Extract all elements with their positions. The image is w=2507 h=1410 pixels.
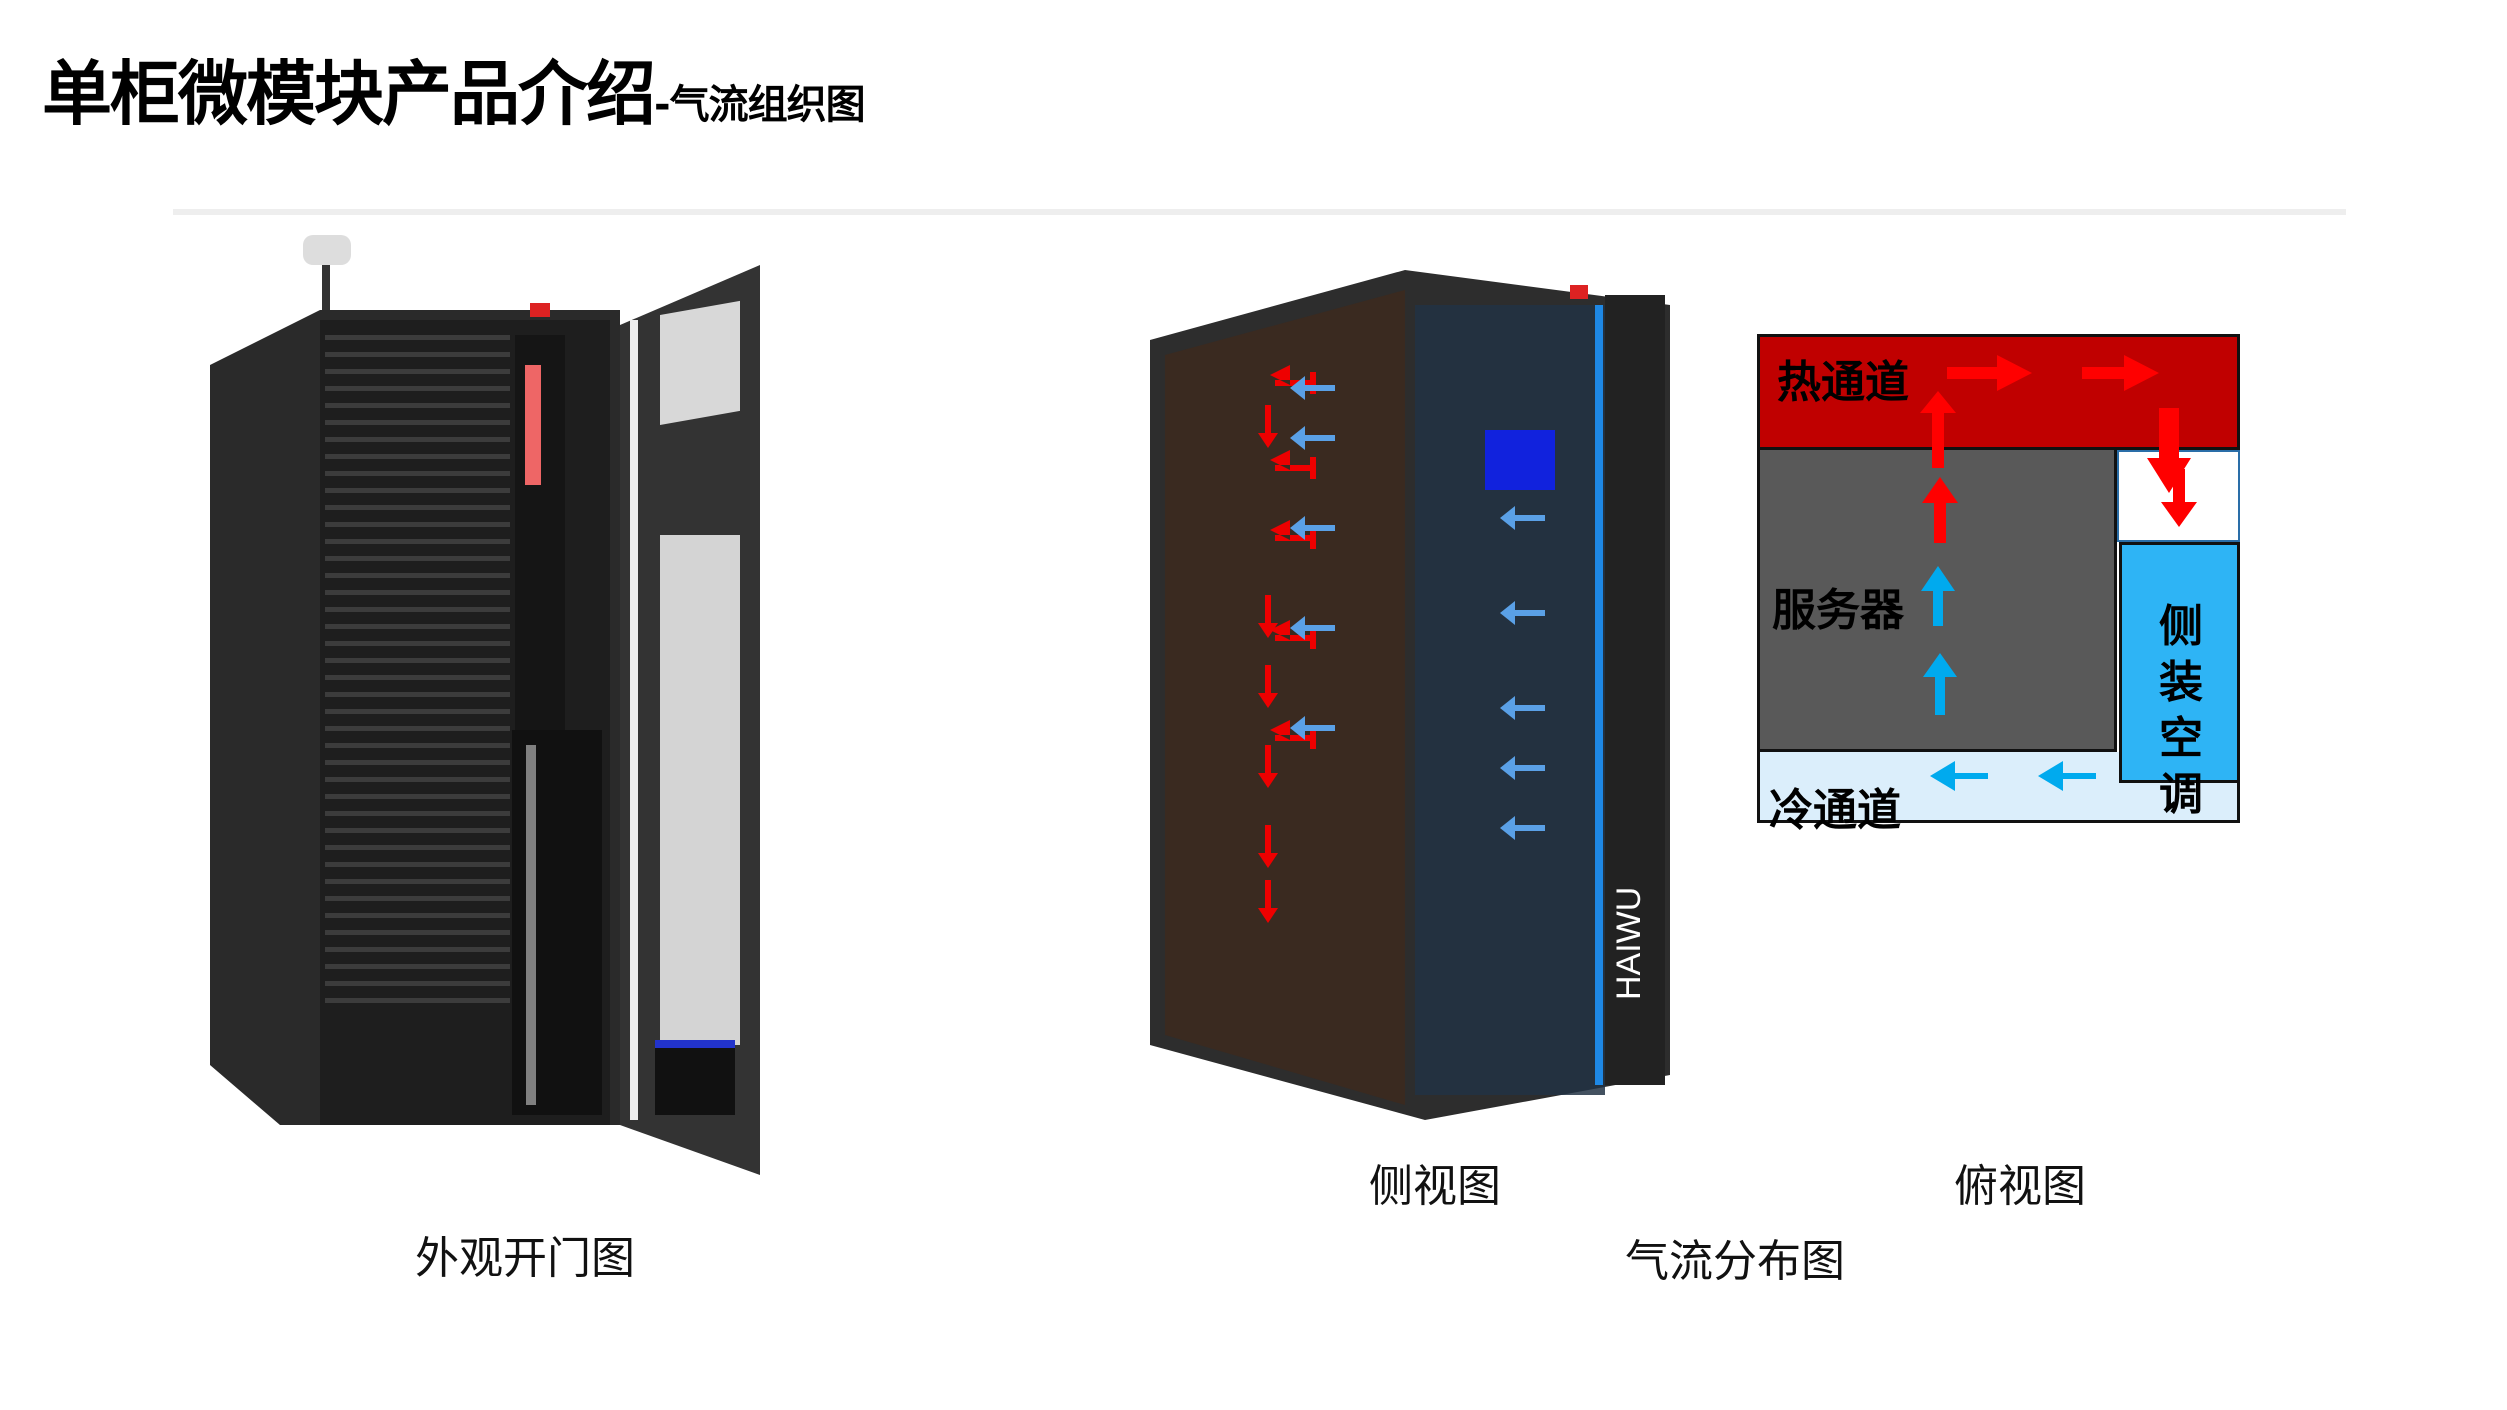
airflow-arrow-icon xyxy=(1500,816,1545,840)
divider xyxy=(173,209,2346,215)
cabinet-side-view-image: HAIWU xyxy=(1150,270,1670,1120)
airflow-arrow-icon xyxy=(1270,620,1316,649)
arrow-up-icon xyxy=(1923,653,1957,715)
airflow-arrow-icon xyxy=(1258,405,1278,448)
airflow-arrow-icon xyxy=(1270,365,1316,394)
airflow-arrow-icon xyxy=(1258,880,1278,923)
arrow-left-icon xyxy=(2038,761,2096,791)
airflow-arrow-icon xyxy=(1290,376,1335,400)
arrow-left-icon xyxy=(1930,761,1988,791)
airflow-arrow-icon xyxy=(1290,426,1335,450)
airflow-arrow-icon xyxy=(1290,716,1335,740)
ac-unit-label: 侧装空调 xyxy=(2159,601,2203,820)
caption-airflow: 气流分布图 xyxy=(1625,1236,1845,1287)
arrow-right-icon xyxy=(1947,355,2032,391)
airflow-arrow-icon xyxy=(1500,601,1545,625)
arrow-up-icon xyxy=(1922,477,1958,543)
caption-exterior: 外观开门图 xyxy=(415,1233,635,1284)
airflow-arrow-icon xyxy=(1258,665,1278,708)
airflow-arrow-icon xyxy=(1270,520,1316,549)
arrow-up-icon xyxy=(1920,391,1956,468)
sensor-icon xyxy=(303,235,351,265)
caption-side-view: 侧视图 xyxy=(1369,1161,1501,1212)
arrow-right-icon xyxy=(2082,355,2159,391)
airflow-arrow-icon xyxy=(1258,825,1278,868)
airflow-arrow-icon xyxy=(1290,616,1335,640)
airflow-arrow-icon xyxy=(1290,516,1335,540)
caption-top-view: 俯视图 xyxy=(1954,1161,2086,1212)
airflow-arrow-icon xyxy=(1270,450,1316,479)
airflow-arrow-icon xyxy=(1258,595,1278,638)
airflow-arrow-icon xyxy=(1258,745,1278,788)
title-sub: 气流组织图 xyxy=(669,82,866,128)
airflow-arrow-icon xyxy=(1270,720,1316,749)
ac-unit-zone xyxy=(2119,542,2240,783)
airflow-arrow-icon xyxy=(1500,696,1545,720)
airflow-arrow-icon xyxy=(1500,506,1545,530)
cold-aisle-label: 冷通道 xyxy=(1769,785,1901,836)
arrow-down-icon xyxy=(2161,469,2197,527)
title-main: 单柜微模块产品介绍 xyxy=(42,53,656,135)
airflow-arrows xyxy=(1920,355,2197,791)
server-label: 服务器 xyxy=(1772,585,1904,636)
cabinet-open-door-image: /* placeholder */ xyxy=(210,235,760,1175)
hot-aisle-label: 热通道 xyxy=(1777,357,1909,408)
top-view-diagram: 热通道 服务器 冷通道 侧装空调 xyxy=(1757,334,2240,836)
arrow-up-icon xyxy=(1921,566,1955,626)
title-separator: - xyxy=(654,82,671,128)
airflow-arrow-icon xyxy=(1500,756,1545,780)
page-title: 单柜微模块产品介绍-气流组织图 xyxy=(42,38,866,139)
brand-label: HAIWU xyxy=(1610,887,1648,1000)
